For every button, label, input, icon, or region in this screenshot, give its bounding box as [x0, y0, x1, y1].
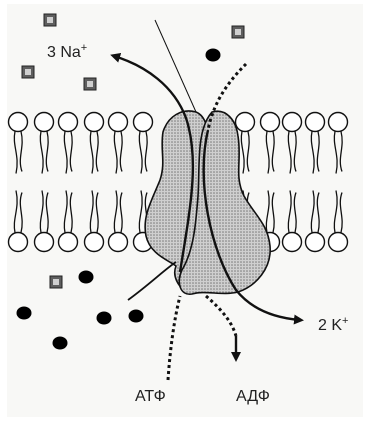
- sodium-label-text: 3 Na: [47, 44, 81, 61]
- sodium-entry-line: [128, 262, 176, 300]
- adp-label: АДФ: [236, 389, 270, 405]
- sodium-ion-inside: [50, 276, 62, 288]
- lipid-outer-1: [35, 113, 54, 174]
- potassium-ions-inside: [17, 271, 144, 350]
- lipid-outer-0: [9, 113, 28, 174]
- atp-dashed-line: [168, 296, 180, 380]
- lipid-inner-1: [35, 191, 54, 252]
- lipid-inner-edge: [329, 191, 348, 252]
- potassium-label-text: 2 K: [318, 317, 342, 334]
- atp-label: АТФ: [135, 389, 166, 405]
- adp-dashed-line: [206, 296, 236, 336]
- lipid-inner-2: [59, 191, 78, 252]
- lipid-outer-4: [109, 113, 128, 174]
- lipid-inner-4: [109, 191, 128, 252]
- sodium-charge: +: [81, 42, 87, 54]
- lipid-outer-8: [283, 113, 302, 174]
- lipid-outer-3: [85, 113, 104, 174]
- potassium-charge: +: [342, 315, 348, 327]
- lipid-outer-edge: [329, 113, 348, 174]
- lipid-outer-9: [306, 113, 325, 174]
- lipid-inner-0: [9, 191, 28, 252]
- lipid-outer-2: [59, 113, 78, 174]
- potassium-ion-outside: [206, 49, 221, 62]
- sodium-label: 3 Na+: [47, 43, 87, 61]
- lipid-inner-9: [306, 191, 325, 252]
- lipid-outer-7: [261, 113, 280, 174]
- lipid-inner-8: [283, 191, 302, 252]
- lipid-inner-3: [85, 191, 104, 252]
- potassium-label: 2 K+: [318, 316, 348, 334]
- lipid-outer-5: [134, 113, 153, 174]
